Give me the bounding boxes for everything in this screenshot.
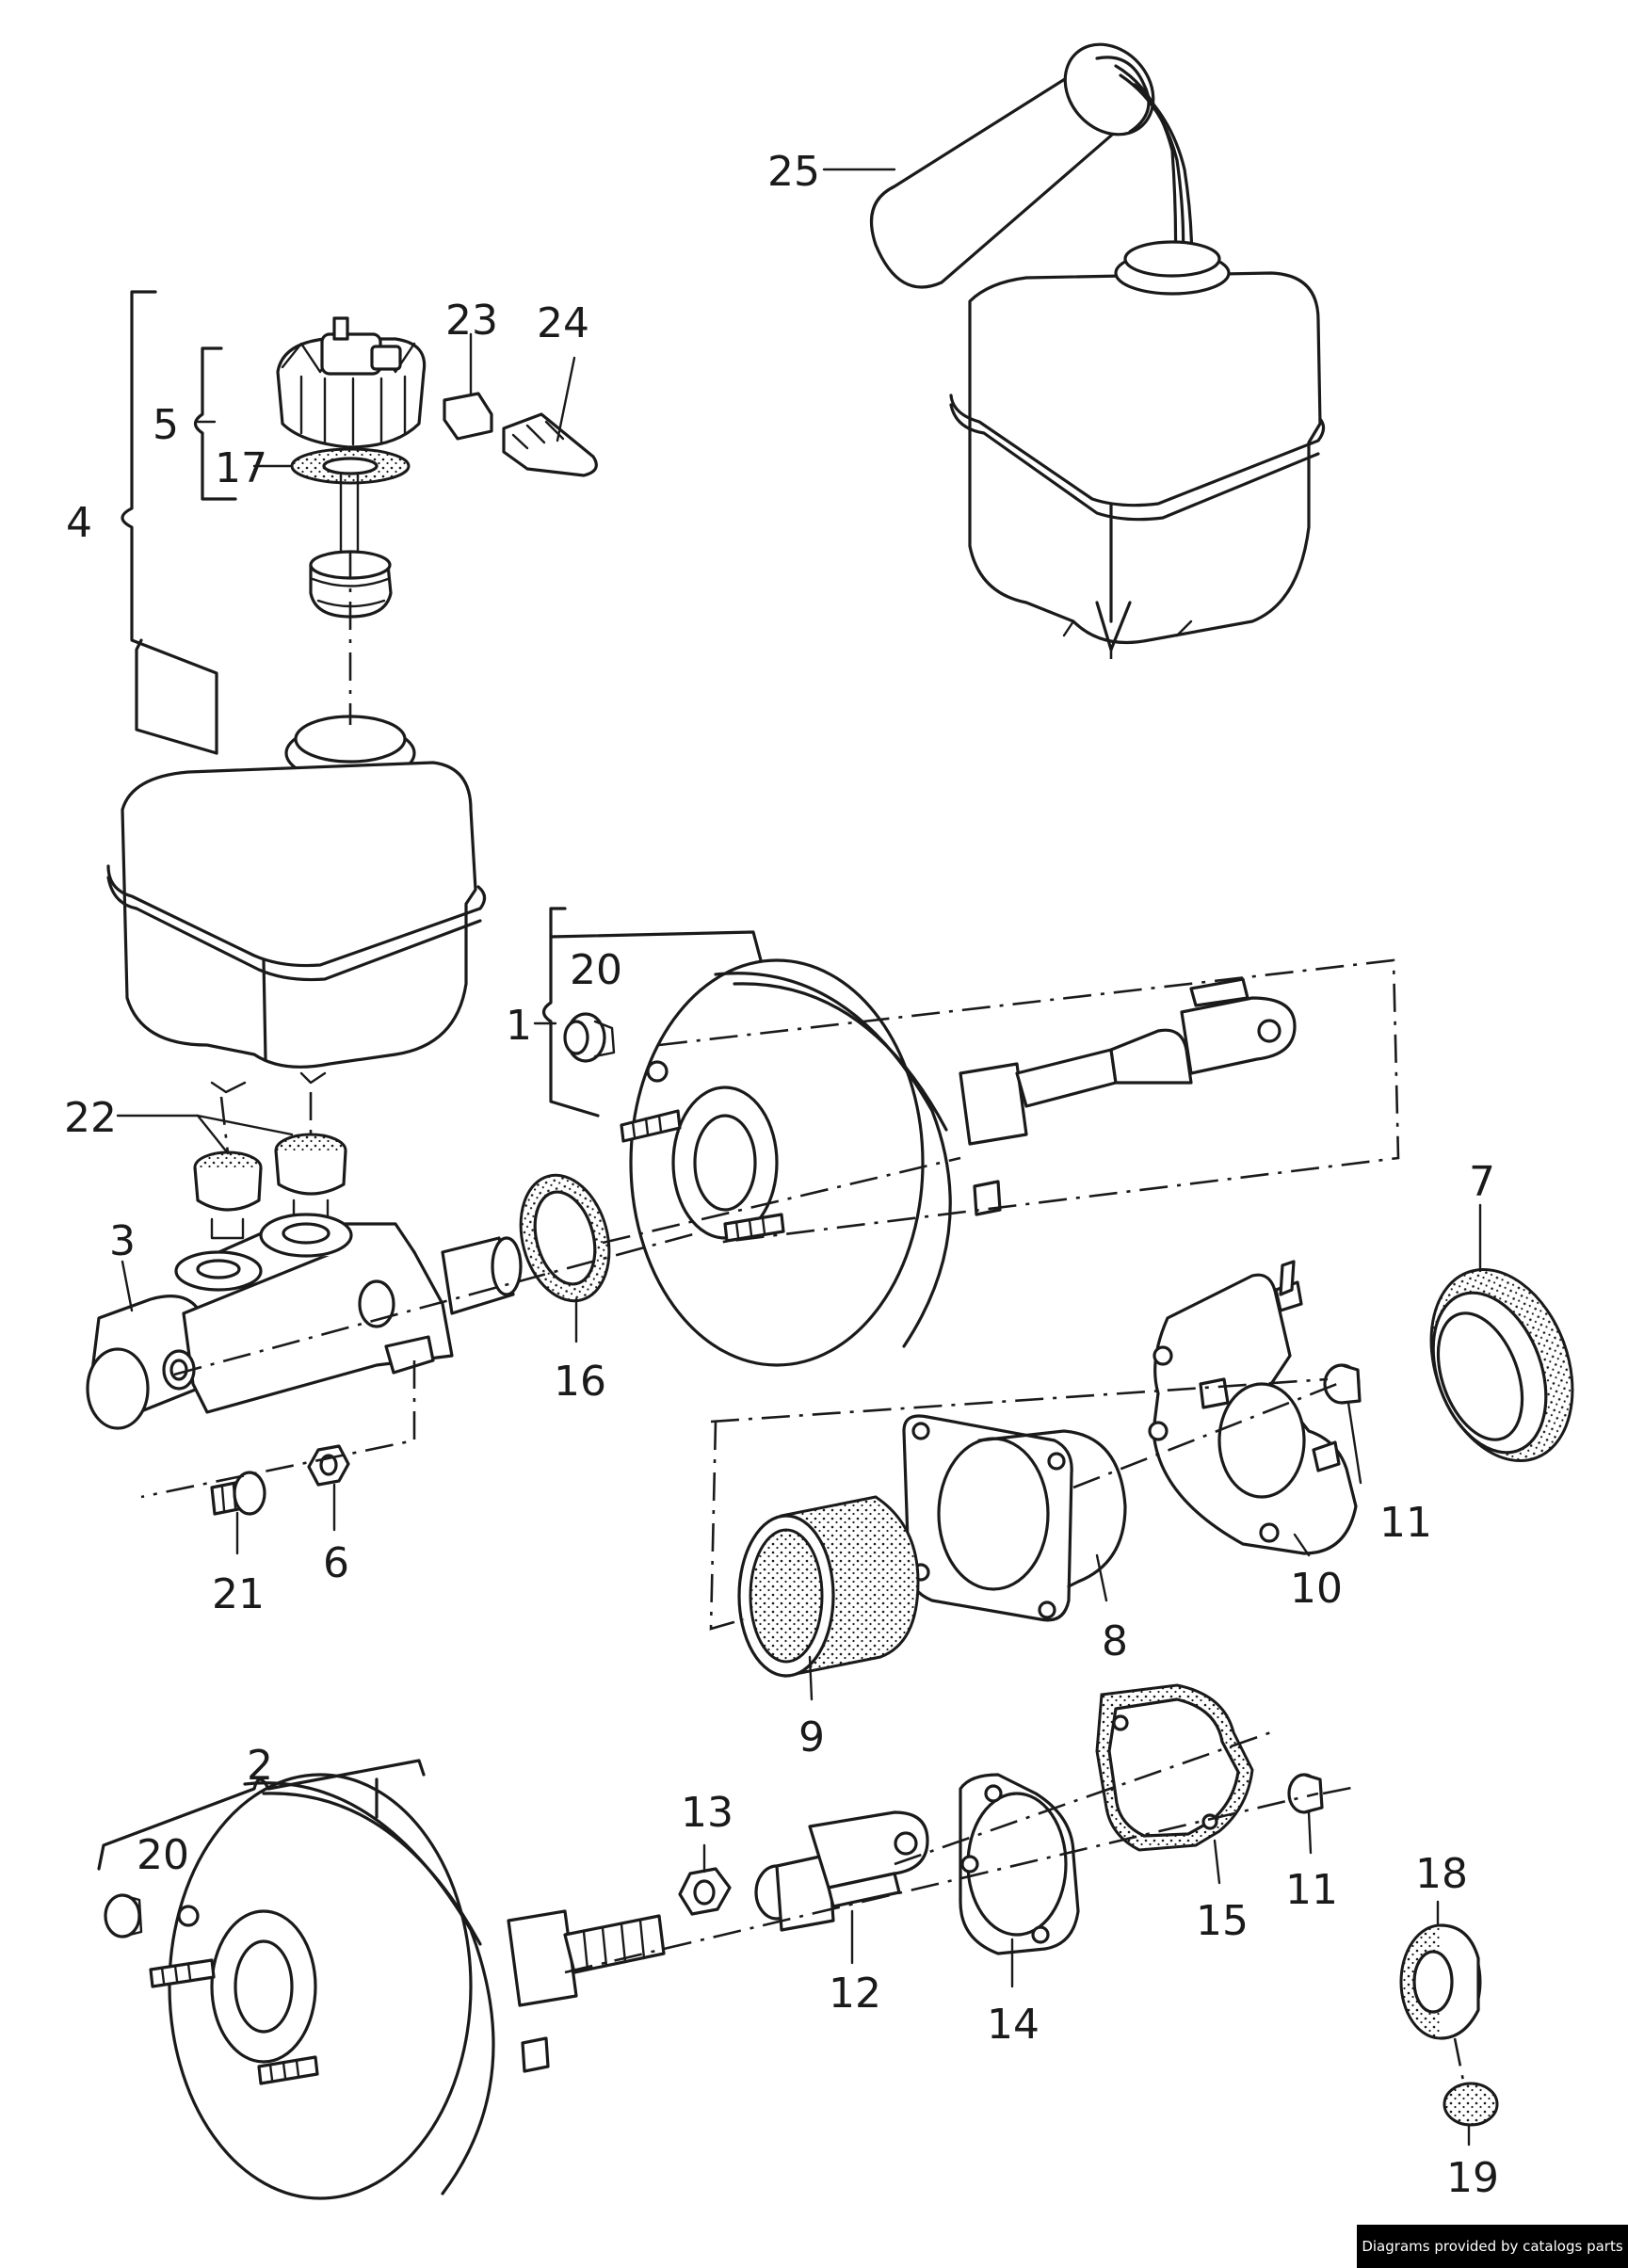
label-5: 5	[153, 401, 179, 449]
label-23: 23	[445, 297, 498, 345]
label-11-lower: 11	[1285, 1866, 1338, 1914]
label-3: 3	[109, 1217, 136, 1265]
label-17: 17	[215, 444, 267, 492]
label-11-middle: 11	[1379, 1499, 1432, 1547]
label-2: 2	[247, 1742, 273, 1790]
bracket-10	[1148, 1260, 1358, 1555]
nut-13	[678, 1867, 732, 1916]
label-20-lower: 20	[137, 1831, 189, 1879]
brake-booster-2	[149, 1773, 666, 2200]
foam-filter-9	[737, 1495, 920, 1678]
brake-booster-1	[620, 958, 1297, 1367]
reservoir-upper-right	[949, 240, 1326, 651]
credit-banner: Diagrams provided by catalogs parts	[1357, 2225, 1628, 2268]
label-6: 6	[323, 1539, 349, 1587]
leader-lines	[116, 168, 1482, 2147]
connector-23	[443, 392, 493, 441]
grommets-22	[193, 1133, 347, 1240]
plug-24	[502, 412, 598, 477]
fluid-bottle-25	[869, 42, 1194, 289]
gasket-15	[1095, 1683, 1254, 1852]
group-braces	[97, 290, 763, 1871]
label-9: 9	[798, 1713, 825, 1761]
gasket-16	[519, 1173, 611, 1303]
reservoir-cap-5	[276, 316, 427, 553]
label-7: 7	[1469, 1158, 1495, 1206]
label-15: 15	[1196, 1897, 1249, 1945]
label-8: 8	[1102, 1617, 1128, 1665]
label-24: 24	[537, 299, 589, 347]
label-25: 25	[767, 148, 820, 196]
nut-6	[307, 1444, 350, 1487]
label-21: 21	[212, 1570, 265, 1618]
label-19: 19	[1446, 2154, 1499, 2202]
label-10: 10	[1290, 1565, 1343, 1613]
label-1: 1	[506, 1002, 532, 1050]
nut-11-middle	[1323, 1363, 1362, 1405]
label-14: 14	[987, 2001, 1040, 2049]
grommet-20-upper	[563, 1012, 616, 1063]
label-22: 22	[64, 1094, 117, 1142]
callout-labels: 25 23 24 5 17 4 20 1 22 7 3 16 11 21 6 1…	[64, 148, 1499, 2202]
assembly-lines	[140, 551, 1466, 2086]
clevis-12	[754, 1810, 929, 1932]
label-16: 16	[554, 1358, 606, 1406]
label-13: 13	[681, 1789, 733, 1837]
seal-ring-7	[1429, 1267, 1574, 1463]
label-18: 18	[1415, 1850, 1468, 1898]
reservoir-left	[106, 715, 487, 1094]
master-cylinder-3	[86, 1213, 523, 1430]
grommet-18	[1399, 1923, 1482, 2040]
label-20-upper: 20	[570, 946, 622, 994]
grommet-20-lower	[104, 1893, 143, 1938]
label-12: 12	[829, 1970, 881, 2018]
stud-21	[210, 1471, 266, 1516]
adapter-plate-8	[902, 1414, 1127, 1622]
label-4: 4	[66, 499, 92, 547]
plug-19	[1443, 2082, 1499, 2127]
